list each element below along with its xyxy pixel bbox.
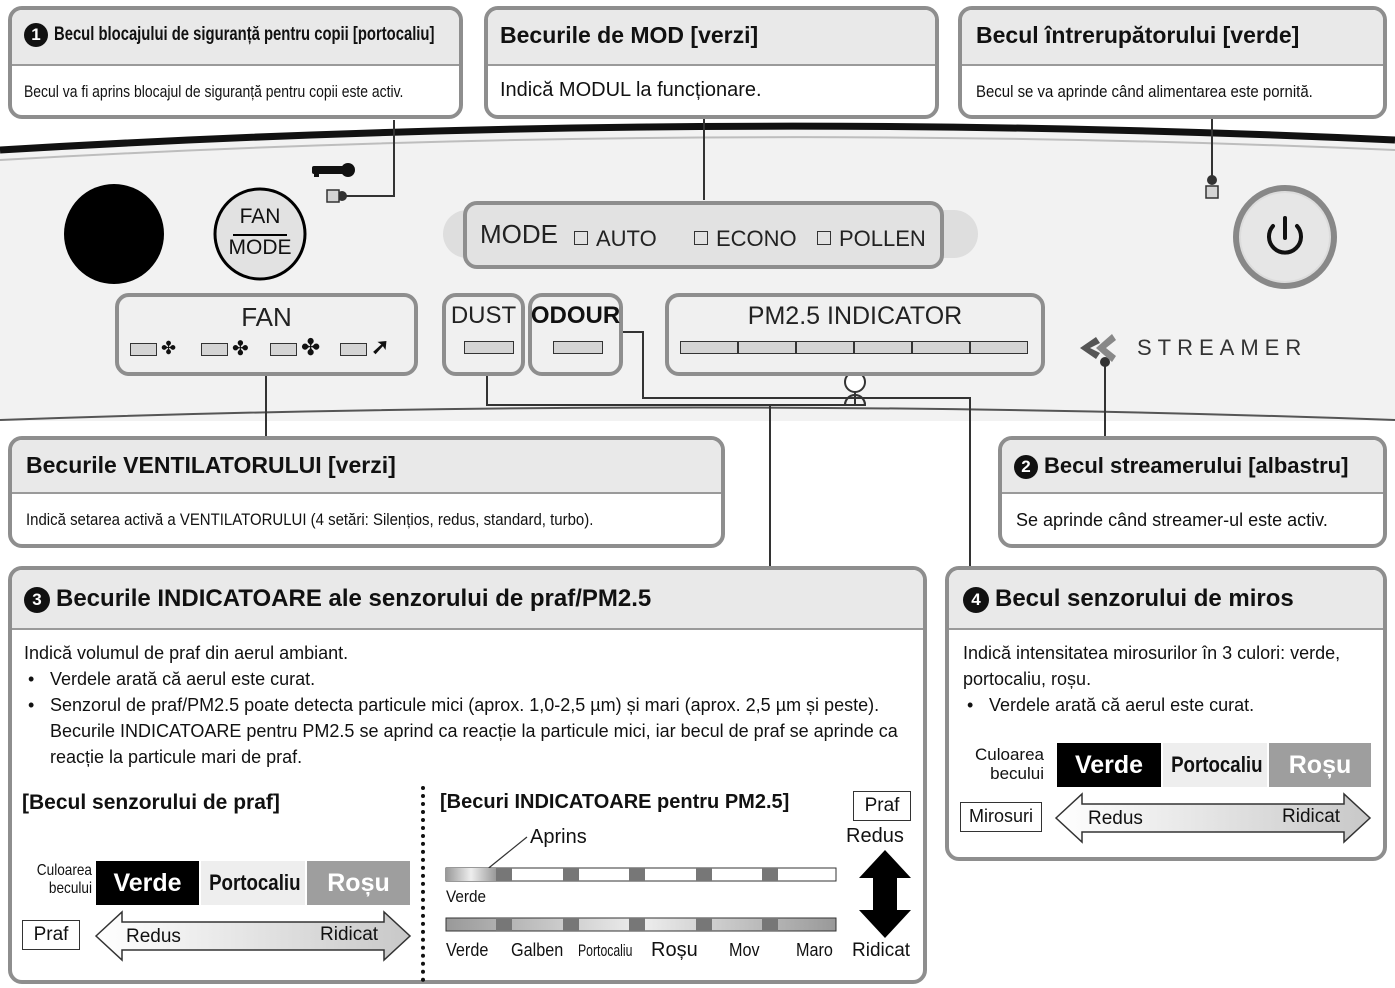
dust-callout-title: Becurile INDICATOARE ale senzorului de p… <box>56 585 652 612</box>
callout-fan: Becurile VENTILATORULUI [verzi] Indică s… <box>8 436 725 548</box>
pm25-scale-rosu: Roșu <box>651 939 698 961</box>
fan-group-label: FAN <box>241 302 292 332</box>
pm25-scale-maro: Maro <box>796 940 833 960</box>
child-lock-title: Becul blocajului de siguranță pentru cop… <box>54 24 435 46</box>
turbo-arrow-icon: ➚ <box>371 334 390 359</box>
mode-label: MODE <box>480 219 558 249</box>
odour-label: ODOUR <box>530 302 621 329</box>
callout-child-lock: 1 Becul blocajului de siguranță pentru co… <box>8 6 463 119</box>
fan-callout-body: Indică setarea activă a VENTILATORULUI (… <box>26 510 594 529</box>
fan-speed-2-icon: ✤ <box>232 338 249 360</box>
callout-mode: Becurile de MOD [verzi] Indică MODUL la … <box>484 6 939 119</box>
pm25-scale-galben: Galben <box>511 940 564 960</box>
pm25-first-lamp-label: Verde <box>446 887 486 906</box>
mode-auto: AUTO <box>574 226 657 252</box>
fan-lamp-quiet <box>130 343 157 356</box>
dust-sensor-title: [Becul senzorului de praf] <box>22 791 280 814</box>
odour-arrow-icon <box>1054 792 1372 844</box>
pm25-bars-drawing <box>445 836 837 932</box>
dust-indicator-group <box>442 293 525 376</box>
mode-indicator-group <box>463 201 944 269</box>
dust-tag: Praf <box>22 920 80 950</box>
fan-speed-3-icon: ✤ <box>301 334 321 360</box>
dust-label: DUST <box>450 302 517 329</box>
callout-1-number: 1 <box>24 23 48 47</box>
dust-low-label: Redus <box>126 926 181 947</box>
dust-high-label: Ridicat <box>320 924 379 945</box>
mode-econo: ECONO <box>694 226 797 252</box>
dotted-divider <box>421 786 425 982</box>
pm25-indicator-group <box>665 293 1045 376</box>
dust-color-verde: Verde <box>96 861 199 905</box>
fan-indicator-group <box>115 293 418 376</box>
vertical-double-arrow-icon <box>859 850 911 938</box>
callout-3-number: 3 <box>24 586 50 613</box>
pm25-label: PM2.5 INDICATOR <box>747 302 963 330</box>
pm25-lamp-bar <box>680 341 1028 354</box>
callout-power: Becul întrerupătorului [verde] Becul se … <box>958 6 1387 119</box>
pm25-scale-portocaliu: Portocaliu <box>578 941 633 960</box>
odour-callout-body: Indică intensitatea mirosurilor în 3 cul… <box>963 643 1341 689</box>
odour-callout-title: Becul senzorului de miros <box>995 585 1294 612</box>
dust-callout-intro: Indică volumul de praf din aerul ambiant… <box>24 643 349 663</box>
power-icon <box>1267 216 1303 255</box>
mode-pollen: POLLEN <box>817 226 926 252</box>
key-icon <box>312 163 355 177</box>
odour-indicator-group <box>528 293 623 376</box>
streamer-callout-title: Becul streamerului [albastru] <box>1044 453 1349 478</box>
power-callout-title: Becul întrerupătorului [verde] <box>962 10 1383 66</box>
pm25-high-label: Ridicat <box>852 940 911 961</box>
dust-arrow-icon <box>94 910 412 962</box>
streamer-callout-body: Se aprinde când streamer-ul este activ. <box>1016 510 1328 530</box>
odour-bullet-clean: Verdele arată că aerul este curat. <box>963 692 1365 718</box>
fan-lamp-turbo <box>340 343 367 356</box>
dust-lamp <box>464 341 514 354</box>
fan-lamp-standard <box>270 343 297 356</box>
streamer-label: STREAMER <box>1137 335 1308 360</box>
fan-button-label-top: FAN <box>239 205 281 228</box>
pm25-title: [Becuri INDICATOARE pentru PM2.5] <box>440 791 790 813</box>
dust-bullet-sensor: Senzorul de praf/PM2.5 poate detecta par… <box>24 692 900 770</box>
odour-tag: Mirosuri <box>960 802 1042 832</box>
odour-color-rosu: Roșu <box>1269 743 1371 787</box>
fan-button-label-bottom: MODE <box>228 236 292 259</box>
pm25-low-label: Redus <box>846 825 904 847</box>
dust-bullet-clean: Verdele arată că aerul este curat. <box>24 666 905 692</box>
power-callout-body: Becul se va aprinde când alimentarea est… <box>976 82 1313 101</box>
callout-2-number: 2 <box>1014 455 1038 480</box>
odour-lamp-color-label: Culoarea becului <box>975 745 1044 783</box>
fan-callout-title: Becurile VENTILATORULUI [verzi] <box>12 440 721 494</box>
callout-4-number: 4 <box>963 586 989 613</box>
mode-callout-title: Becurile de MOD [verzi] <box>488 10 935 66</box>
pm25-scale-verde: Verde <box>446 940 489 960</box>
dust-color-rosu: Roșu <box>307 861 410 905</box>
odour-high-label: Ridicat <box>1282 806 1341 827</box>
dust-color-portocaliu: Portocaliu <box>201 861 305 905</box>
odour-color-portocaliu: Portocaliu <box>1163 743 1267 787</box>
pm25-lit-label: Aprins <box>530 826 587 848</box>
fan-lamp-low <box>201 343 228 356</box>
child-lock-body: Becul va fi aprins blocajul de siguranță… <box>24 82 404 101</box>
pm25-dust-tag: Praf <box>853 791 911 821</box>
odour-low-label: Redus <box>1088 808 1143 829</box>
fan-speed-1-icon: ✤ <box>161 338 177 358</box>
odour-color-verde: Verde <box>1057 743 1161 787</box>
streamer-logo-icon <box>1080 334 1116 362</box>
mode-callout-body: Indică MODUL la funcționare. <box>500 79 762 101</box>
dust-lamp-color-label: Culoarea becului <box>36 862 92 897</box>
odour-lamp <box>553 341 603 354</box>
pm25-scale-mov: Mov <box>729 940 760 960</box>
